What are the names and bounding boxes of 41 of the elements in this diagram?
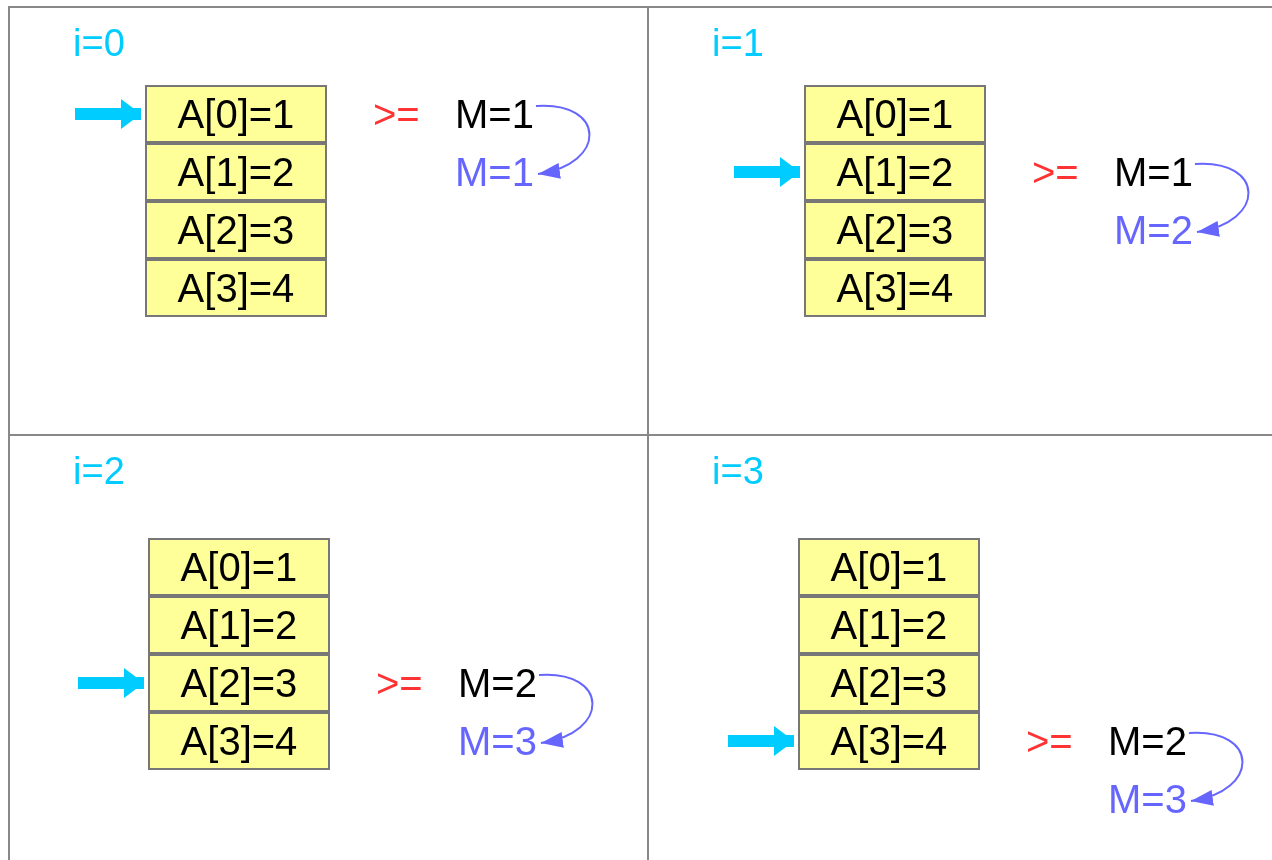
array-cell: A[3]=4: [148, 712, 330, 770]
array-cell: A[1]=2: [798, 596, 980, 654]
arrow: [534, 105, 591, 178]
array-cell: A[2]=3: [148, 654, 330, 712]
array-cell: A[0]=1: [804, 85, 986, 143]
variable-text: M=3: [1108, 779, 1187, 819]
comparison-operator: >=: [1032, 152, 1079, 192]
arrow: [78, 668, 144, 698]
array-cell: A[1]=2: [145, 143, 327, 201]
array-cell: A[3]=4: [798, 712, 980, 770]
array-cell: A[3]=4: [804, 259, 986, 317]
array-cell: A[2]=3: [804, 201, 986, 259]
array-cell: A[3]=4: [145, 259, 327, 317]
array-cell: A[2]=3: [798, 654, 980, 712]
variable-text: M=1: [1114, 152, 1193, 192]
comparison-operator: >=: [376, 663, 423, 703]
variable-text: M=2: [458, 663, 537, 703]
array-cell: A[1]=2: [804, 143, 986, 201]
array-cell: A[2]=3: [145, 201, 327, 259]
arrow: [1193, 163, 1250, 236]
comparison-operator: >=: [373, 94, 420, 134]
array-cell: A[0]=1: [145, 85, 327, 143]
panel-title: i=0: [73, 24, 125, 62]
panel-title: i=3: [712, 452, 764, 490]
variable-text: M=3: [458, 721, 537, 761]
arrow: [1187, 732, 1244, 805]
panel-title: i=1: [712, 24, 764, 62]
panel: [8, 6, 649, 436]
variable-text: M=2: [1114, 210, 1193, 250]
variable-text: M=2: [1108, 721, 1187, 761]
arrow: [734, 157, 800, 187]
arrow: [75, 99, 141, 129]
array-cell: A[0]=1: [798, 538, 980, 596]
arrow: [728, 726, 794, 756]
array-cell: A[1]=2: [148, 596, 330, 654]
arrow: [537, 674, 594, 747]
variable-text: M=1: [455, 94, 534, 134]
array-cell: A[0]=1: [148, 538, 330, 596]
comparison-operator: >=: [1026, 721, 1073, 761]
variable-text: M=1: [455, 152, 534, 192]
panel-title: i=2: [73, 452, 125, 490]
